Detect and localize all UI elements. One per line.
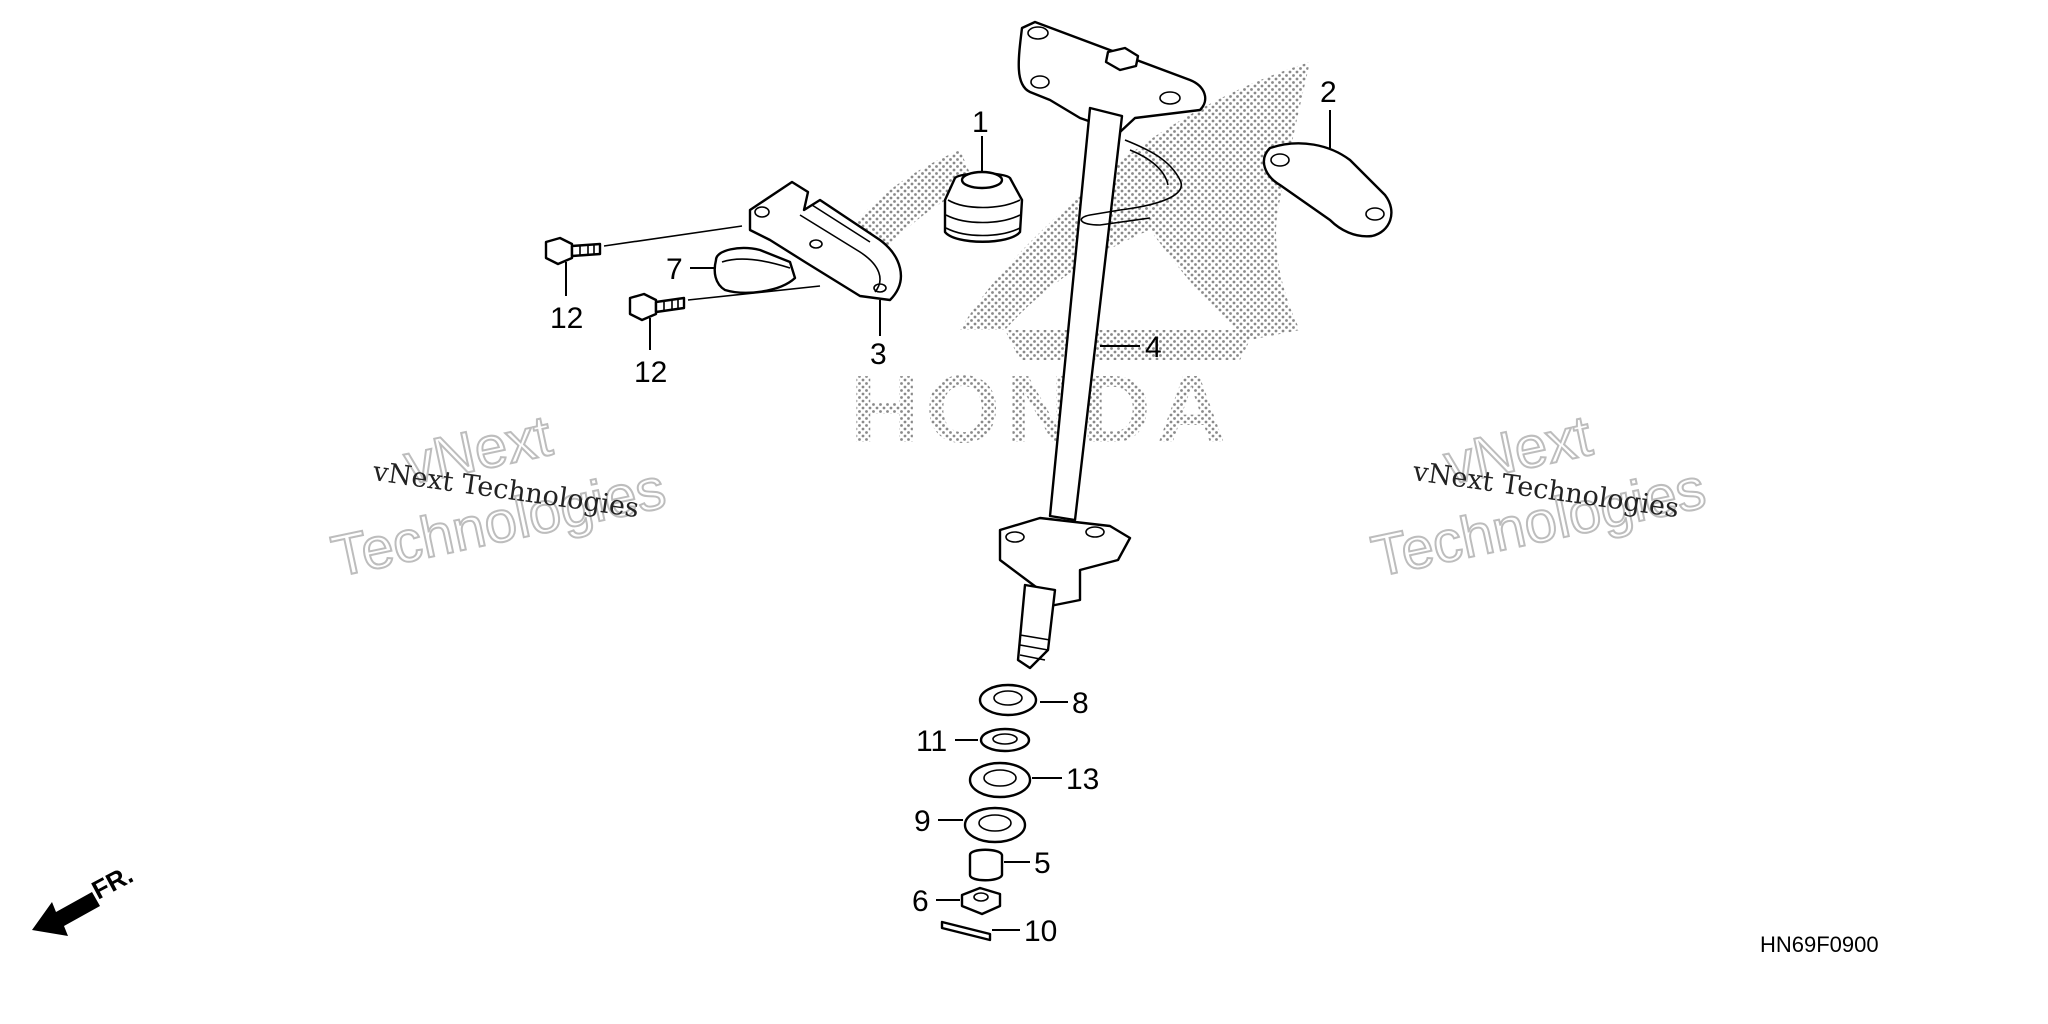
honda-logo-text: HONDA [850, 356, 1232, 463]
callout-13: 13 [1066, 763, 1099, 796]
callout-10: 10 [1024, 915, 1057, 948]
steering-shaft [998, 20, 1207, 670]
cotter-pin-10 [940, 920, 992, 942]
bearing-13 [968, 761, 1032, 799]
callout-7: 7 [666, 253, 683, 286]
holder-cap [1262, 142, 1393, 238]
callout-1: 1 [972, 106, 989, 139]
oil-seal-8 [978, 683, 1038, 717]
callout-2: 2 [1320, 76, 1337, 109]
callout-4: 4 [1145, 331, 1162, 364]
callout-12-upper: 12 [550, 302, 583, 335]
callout-9: 9 [914, 805, 931, 838]
castle-nut-6 [960, 886, 1002, 916]
rubber-boot [943, 170, 1024, 243]
callout-11: 11 [916, 725, 947, 758]
flange-bolt-upper [544, 236, 602, 266]
callout-8: 8 [1072, 687, 1089, 720]
callout-5: 5 [1034, 847, 1051, 880]
diagram-code: HN69F0900 [1760, 932, 1879, 957]
callout-12-lower: 12 [634, 356, 667, 389]
bearing-9 [963, 806, 1027, 844]
front-direction-arrow: FR. [32, 859, 138, 936]
leader-lines [565, 110, 1331, 931]
collar-5 [968, 848, 1004, 882]
mount-bracket [748, 180, 902, 302]
callout-3: 3 [870, 338, 887, 371]
washer-11 [979, 727, 1031, 753]
clamp [713, 246, 797, 294]
callout-6: 6 [912, 885, 929, 918]
flange-bolt-lower [628, 292, 686, 322]
